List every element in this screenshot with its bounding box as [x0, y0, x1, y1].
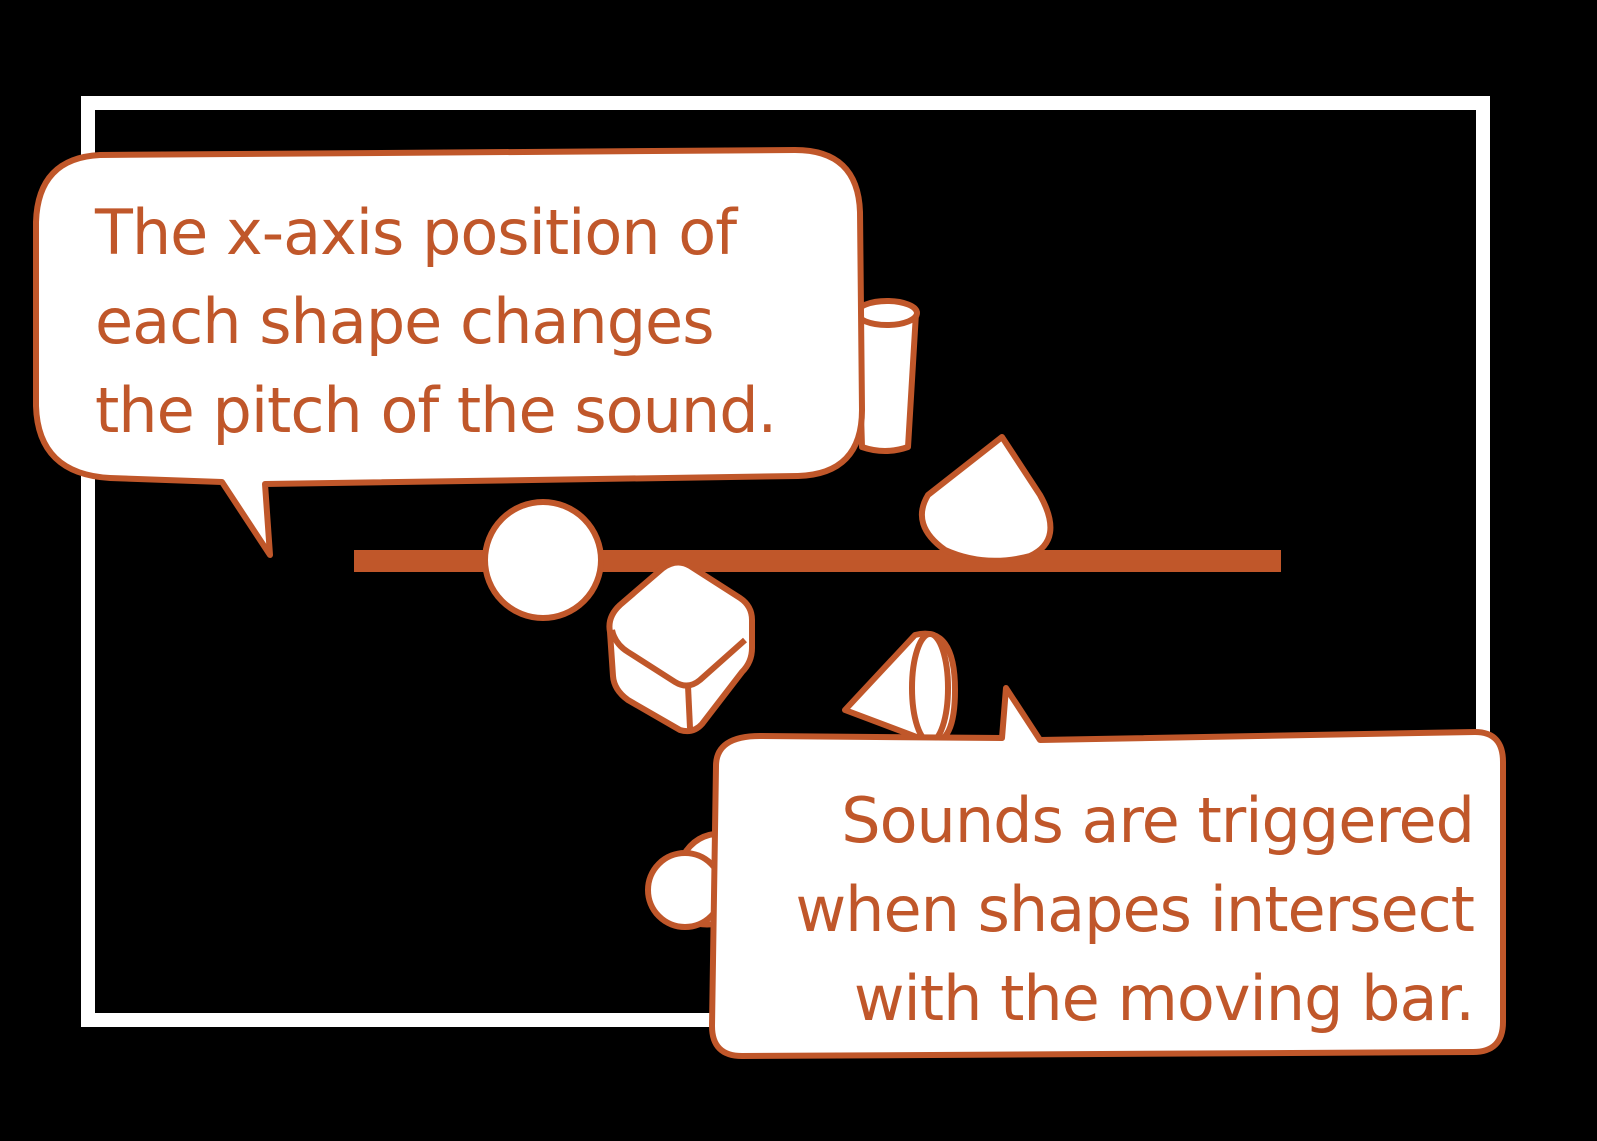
cone-shape-lower: [842, 630, 958, 746]
cylinder-shape-top: [854, 298, 920, 454]
bubble-left-text: The x-axis position of each shape change…: [95, 188, 777, 455]
bubble-right-line-3: with the moving bar.: [853, 962, 1475, 1035]
cone-shape-on-bar: [918, 434, 1054, 564]
bubble-left-line-3: the pitch of the sound.: [95, 374, 777, 447]
bubble-right-text: Sounds are triggered when shapes interse…: [795, 776, 1475, 1043]
bubble-left-line-2: each shape changes: [95, 285, 715, 358]
speech-bubble-left: [33, 147, 865, 558]
rounded-cube-shape: [606, 559, 755, 735]
bubble-right-line-2: when shapes intersect: [795, 873, 1475, 946]
bubble-left-line-1: The x-axis position of: [95, 196, 737, 269]
bubble-right-line-1: Sounds are triggered: [841, 784, 1475, 857]
sphere-shape: [482, 499, 604, 621]
speech-bubble-right: [709, 685, 1506, 1059]
